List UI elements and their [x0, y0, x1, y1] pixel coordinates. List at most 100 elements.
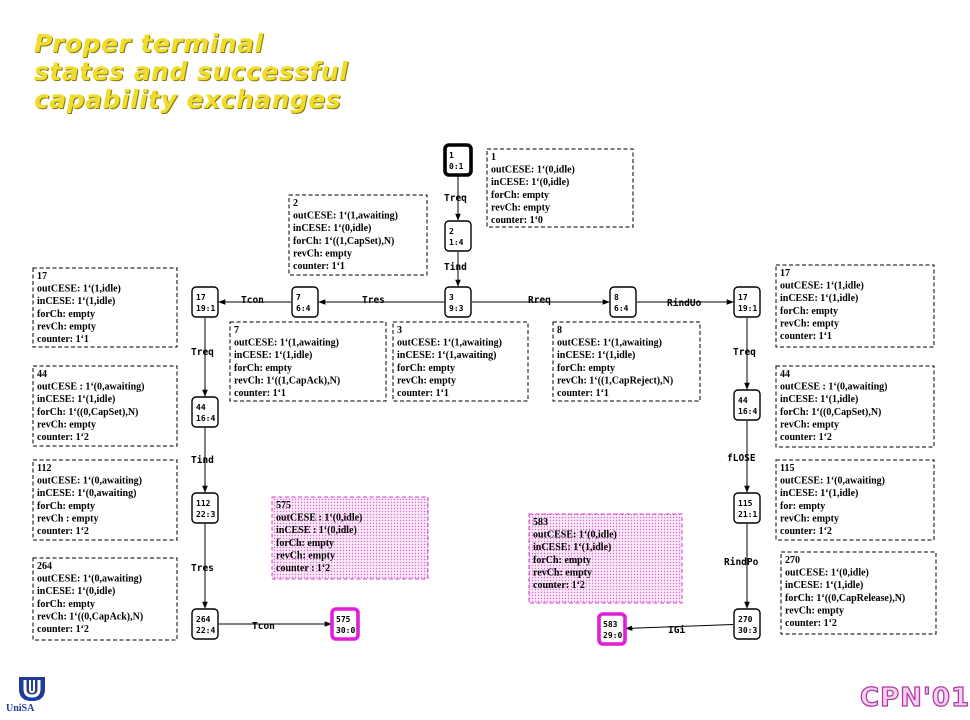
arc-label: Tcon	[252, 621, 275, 632]
title-line-3: capability exchanges	[34, 85, 342, 114]
marking-line: outCESE: 1‘(1,idle)	[37, 284, 121, 295]
marking-frame	[528, 513, 683, 604]
arc-tind: Tind	[191, 428, 214, 493]
marking-line: inCESE: 1‘(1,idle)	[37, 296, 115, 307]
marking-line: outCESE: 1‘(0,idle)	[491, 165, 575, 176]
arc-tres: Tres	[318, 295, 444, 306]
marking-state-number: 17	[37, 271, 47, 282]
marking-line: forCh: empty	[780, 306, 838, 317]
marking-line: forCh: empty	[491, 190, 549, 201]
marking-state-number: 270	[785, 555, 800, 566]
marking-line: revCh: 1‘((1,CapAck),N)	[234, 375, 340, 386]
arc-label: Tind	[444, 262, 467, 273]
title-line-1: Proper terminal	[34, 29, 264, 58]
marking-line: forCh: empty	[37, 501, 95, 512]
marking-state-number: 44	[780, 369, 790, 380]
marking-state-number: 264	[37, 561, 52, 572]
marking-line: forCh: empty	[37, 309, 95, 320]
marking-box-17L: 17 outCESE: 1‘(1,idle)inCESE: 1‘(1,idle) f…	[32, 267, 178, 348]
marking-frame	[32, 459, 178, 541]
arc-label: fLOSE	[727, 453, 756, 464]
marking-line: counter: 1‘1	[37, 334, 89, 345]
marking-line: revCh: empty	[491, 202, 550, 213]
marking-line: inCESE: 1‘(1,idle)	[780, 488, 858, 499]
marking-line: outCESE: 1‘(1,idle)	[780, 281, 864, 292]
marking-line: revCh: 1‘((0,CapAck),N)	[37, 611, 143, 622]
marking-line: counter: 1‘2	[533, 580, 585, 591]
marking-frame	[552, 321, 701, 402]
arc-label: IGi	[668, 625, 685, 636]
marking-state-number: 3	[397, 325, 402, 336]
marking-line: revCh: empty	[37, 419, 96, 430]
marking-frame	[288, 194, 428, 276]
arc-label: Tres	[191, 563, 214, 574]
state-node-frame	[291, 286, 319, 318]
arc-flose: fLOSE	[727, 421, 756, 493]
marking-state-number: 575	[276, 500, 291, 511]
state-node-degree: 21:1	[738, 510, 757, 519]
marking-line: counter: 1‘2	[780, 432, 832, 443]
arc-tind: Tind	[444, 252, 467, 287]
state-node-frame	[330, 607, 360, 641]
marking-line: revCh: empty	[397, 375, 456, 386]
state-node-3: 39:3	[444, 286, 472, 318]
marking-line: counter : 1‘2	[276, 563, 330, 574]
state-node-number: 583	[603, 620, 618, 629]
marking-line: outCESE : 1‘(0,awaiting)	[37, 382, 145, 393]
marking-line: revCh: empty	[780, 513, 839, 524]
marking-line: inCESE: 1‘(1,idle)	[234, 350, 312, 361]
marking-line: forCh: 1‘((0,CapSet),N)	[37, 407, 138, 418]
state-node-number: 17	[738, 293, 748, 302]
arc-line	[625, 624, 734, 632]
state-node-degree: 22:4	[196, 626, 215, 635]
state-node-number: 115	[738, 499, 753, 508]
marking-line: revCh : empty	[37, 513, 98, 524]
arc-label: Rreq	[528, 295, 551, 306]
state-node-number: 112	[196, 499, 211, 508]
state-node-degree: 30:0	[336, 626, 355, 635]
arc-treq: Treq	[733, 318, 756, 390]
marking-line: forCh: empty	[397, 363, 455, 374]
arc-label: RindPo	[724, 557, 759, 568]
state-node-8: 86:4	[609, 286, 637, 318]
marking-line: for: empty	[780, 501, 825, 512]
arc-rindpo: RindPo	[724, 524, 759, 609]
marking-frame	[32, 557, 178, 641]
arc-label: Tcon	[241, 295, 264, 306]
marking-frame	[780, 551, 937, 635]
arc-label: Tres	[362, 295, 385, 306]
state-node-number: 264	[196, 615, 211, 624]
arc-treq: Treq	[444, 176, 467, 221]
marking-line: inCESE: 1‘(1,idle)	[780, 394, 858, 405]
marking-line: counter: 1‘2	[780, 526, 832, 537]
state-node-number: 2	[449, 227, 454, 236]
marking-state-number: 17	[780, 268, 790, 279]
state-node-1: 10:1	[443, 143, 473, 177]
marking-line: forCh: empty	[234, 363, 292, 374]
state-node-frame	[733, 286, 761, 318]
marking-line: inCESE: 1‘(0,idle)	[37, 586, 115, 597]
marking-line: outCESE: 1‘(0,idle)	[533, 530, 617, 541]
state-node-number: 44	[196, 403, 206, 412]
marking-line: revCh: empty	[780, 419, 839, 430]
state-node-frame	[609, 286, 637, 318]
marking-line: counter: 1‘1	[557, 388, 609, 399]
state-node-number: 1	[449, 151, 454, 160]
marking-line: inCESE: 1‘(0,idle)	[293, 223, 371, 234]
state-node-frame	[733, 492, 761, 524]
state-node-frame	[444, 220, 472, 252]
marking-frame	[271, 496, 429, 580]
unisa-logo-icon	[19, 677, 45, 701]
state-node-frame	[597, 612, 627, 646]
state-node-degree: 16:4	[196, 414, 215, 423]
marking-state-number: 1	[491, 152, 496, 163]
